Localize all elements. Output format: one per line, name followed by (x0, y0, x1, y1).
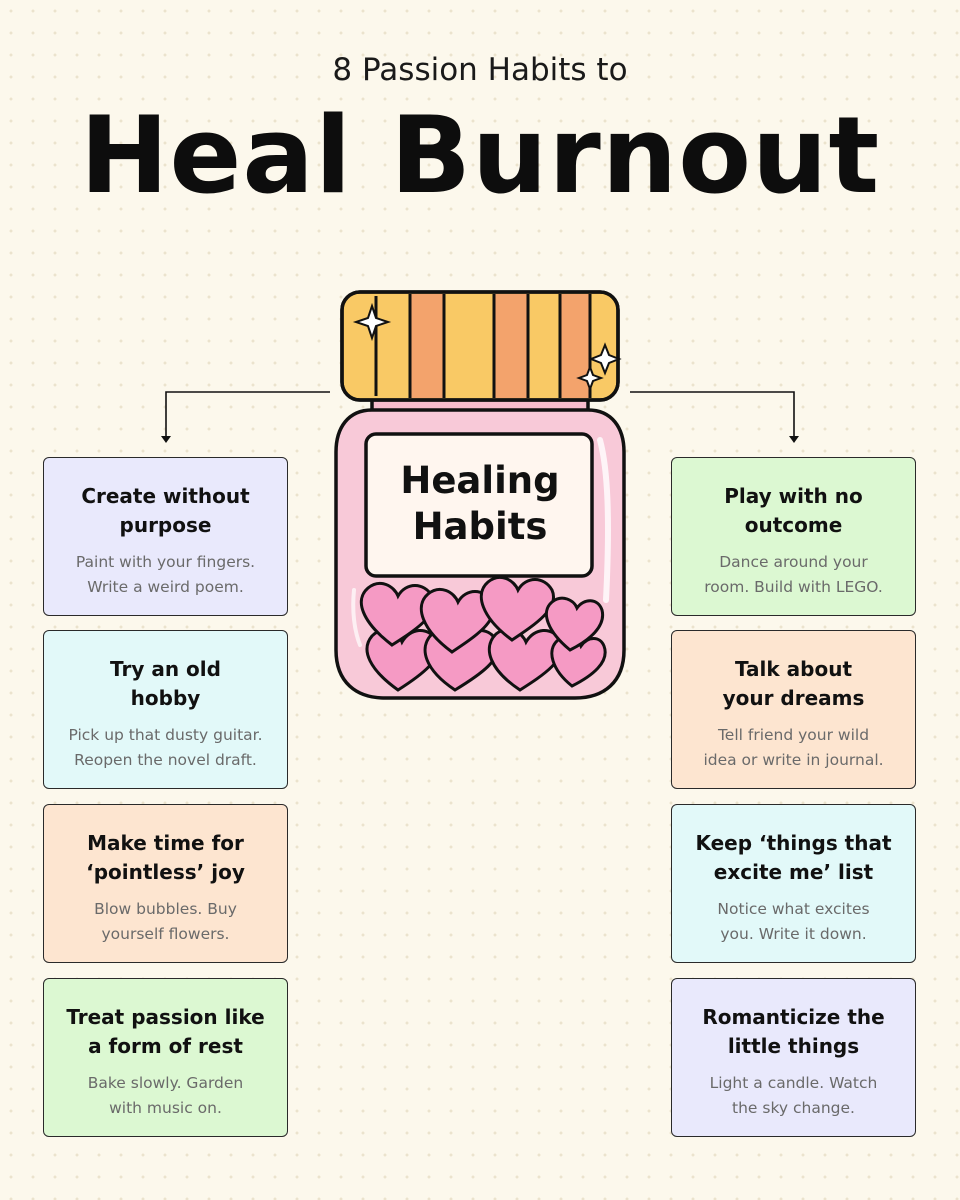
habit-card-try-old-hobby: Try an old hobby Pick up that dusty guit… (43, 630, 288, 789)
card-title: Play with no outcome (724, 484, 863, 537)
habit-card-excite-me-list: Keep ‘things that excite me’ list Notice… (671, 804, 916, 963)
card-title: Make time for ‘pointless’ joy (86, 831, 245, 884)
left-connector (165, 391, 330, 437)
page-title: Heal Burnout (79, 94, 881, 217)
card-description: Dance around your room. Build with LEGO. (704, 553, 883, 596)
card-title: Romanticize the little things (702, 1005, 885, 1058)
jar-label: Healing Habits (400, 459, 560, 548)
habit-card-pointless-joy: Make time for ‘pointless’ joy Blow bubbl… (43, 804, 288, 963)
card-description: Light a candle. Watch the sky change. (709, 1074, 878, 1117)
habit-card-talk-about-dreams: Talk about your dreams Tell friend your … (671, 630, 916, 789)
card-description: Tell friend your wild idea or write in j… (703, 726, 884, 769)
right-arrowhead (789, 436, 799, 443)
jar-of-hearts-icon (334, 290, 626, 700)
habit-card-passion-as-rest: Treat passion like a form of rest Bake s… (43, 978, 288, 1137)
card-title: Treat passion like a form of rest (66, 1005, 265, 1058)
card-description: Paint with your fingers. Write a weird p… (75, 553, 256, 596)
habit-card-romanticize-little-things: Romanticize the little things Light a ca… (671, 978, 916, 1137)
card-title: Keep ‘things that excite me’ list (695, 831, 892, 884)
card-description: Pick up that dusty guitar. Reopen the no… (68, 726, 263, 769)
right-connector (630, 391, 795, 437)
subtitle: 8 Passion Habits to (332, 52, 628, 88)
card-description: Notice what excites you. Write it down. (717, 900, 870, 943)
card-title: Try an old hobby (110, 657, 221, 710)
card-description: Blow bubbles. Buy yourself flowers. (94, 900, 237, 943)
left-arrowhead (161, 436, 171, 443)
card-title: Talk about your dreams (722, 657, 865, 710)
habit-card-play-no-outcome: Play with no outcome Dance around your r… (671, 457, 916, 616)
habit-card-create-without-purpose: Create without purpose Paint with your f… (43, 457, 288, 616)
card-description: Bake slowly. Garden with music on. (87, 1074, 244, 1117)
card-title: Create without purpose (81, 484, 250, 537)
